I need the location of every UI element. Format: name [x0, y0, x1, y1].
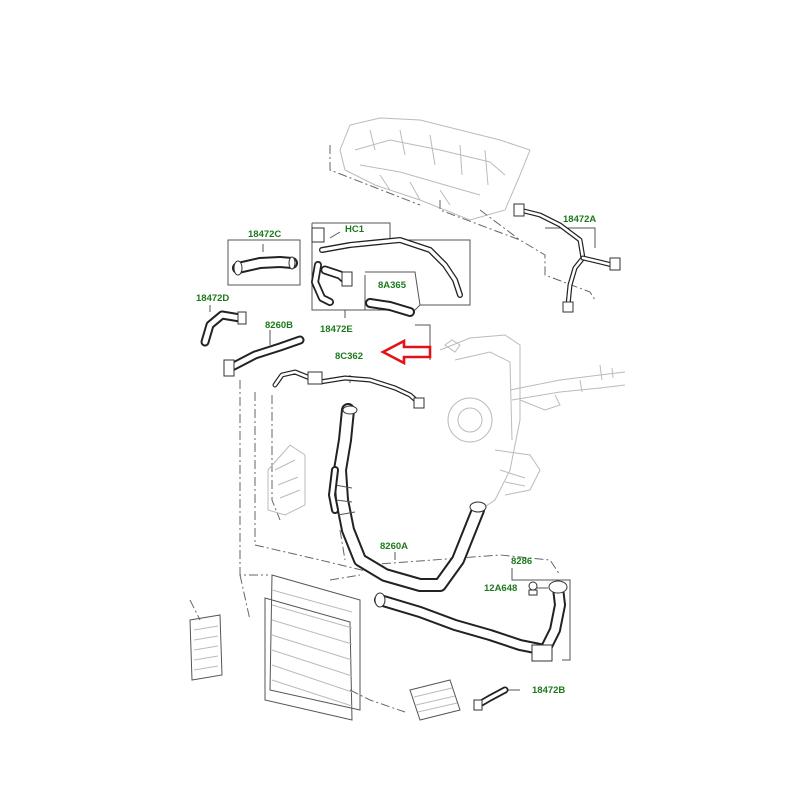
part-HC1 [311, 227, 463, 298]
label-18472C: 18472C [248, 229, 281, 240]
label-8260A: 8260A [380, 541, 408, 552]
engine-block-outline [439, 334, 626, 511]
reference-lines [189, 145, 596, 713]
part-18472B [473, 686, 509, 711]
transmission-cooler [409, 679, 461, 721]
part-8260B [223, 335, 305, 377]
label-18472E: 18472E [320, 324, 353, 335]
part-8A365 [365, 298, 415, 317]
part-18472D [200, 310, 247, 347]
label-8286: 8286 [511, 556, 532, 567]
part-12A648 [528, 581, 538, 596]
label-12A648: 12A648 [484, 583, 517, 594]
label-8C362: 8C362 [335, 351, 363, 362]
label-HC1: HC1 [345, 224, 365, 235]
label-8A365: 8A365 [378, 280, 407, 291]
thermostat-housing [267, 444, 306, 516]
arrow-left-outline-icon [380, 338, 432, 366]
radiator [264, 574, 361, 721]
oil-cooler [189, 614, 223, 681]
part-18472E [311, 261, 353, 306]
intake-manifold [339, 117, 531, 221]
part-8260A [328, 403, 487, 592]
label-18472D: 18472D [196, 293, 229, 304]
part-18472C [232, 256, 298, 276]
label-18472B: 18472B [532, 685, 565, 696]
part-8286 [531, 580, 568, 662]
label-18472A: 18472A [563, 214, 596, 225]
callout-brackets [209, 222, 596, 691]
part-8C362 [272, 369, 425, 409]
part-lower-hose [374, 592, 551, 656]
label-8260B: 8260B [265, 320, 293, 331]
part-18472A [513, 203, 621, 313]
